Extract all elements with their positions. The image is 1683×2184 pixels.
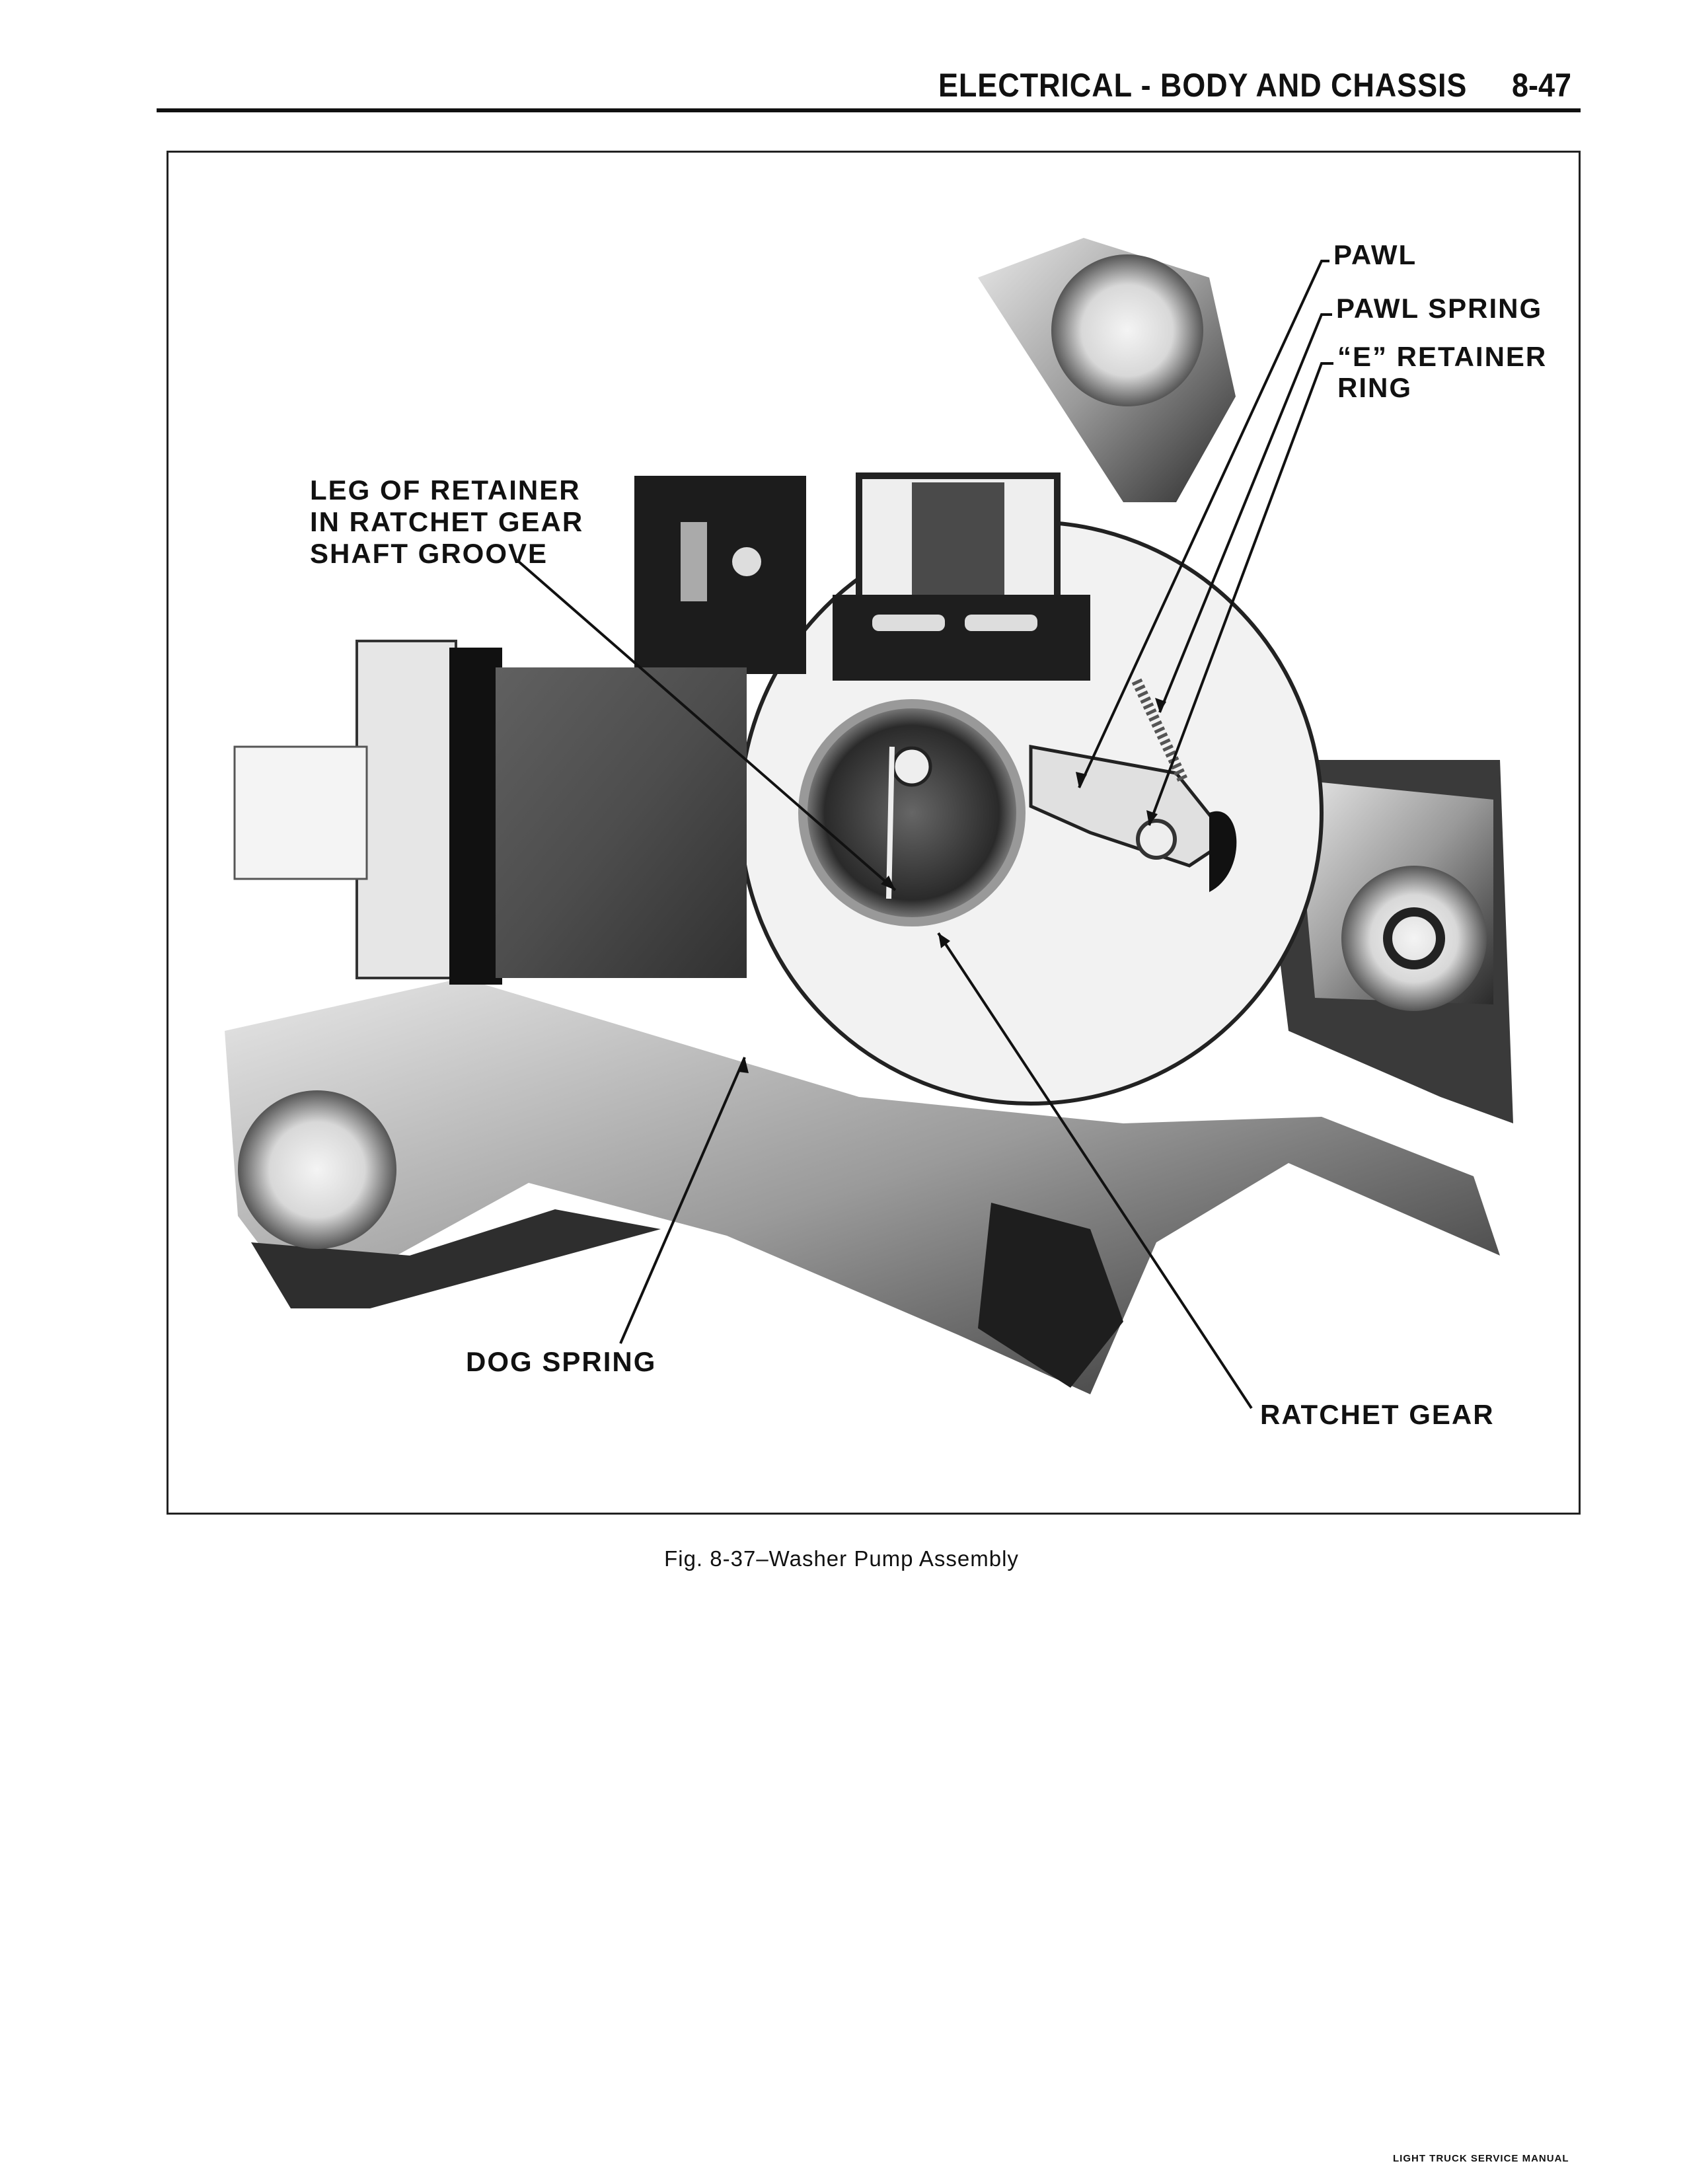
ratchet-gear bbox=[798, 699, 1026, 926]
pawl-spring bbox=[1131, 678, 1188, 782]
figure-frame bbox=[167, 151, 1581, 1515]
page-number: 8-47 bbox=[1512, 67, 1572, 104]
solenoid-assembly bbox=[634, 472, 1090, 681]
retainer-leg bbox=[886, 746, 895, 899]
arrowheads bbox=[739, 698, 1166, 1073]
footer-manual-title: LIGHT TRUCK SERVICE MANUAL bbox=[1393, 2153, 1569, 2164]
pawl-shadow bbox=[1209, 811, 1237, 892]
e-retainer-ring bbox=[1136, 819, 1177, 860]
label-leg-of-retainer: LEG OF RETAINER bbox=[310, 474, 581, 506]
leader-lines bbox=[517, 260, 1333, 1410]
section-title: ELECTRICAL - BODY AND CHASSIS bbox=[938, 67, 1468, 104]
header-rule bbox=[157, 108, 1581, 112]
label-dog-spring: DOG SPRING bbox=[466, 1346, 657, 1377]
figure-caption: Fig. 8-37–Washer Pump Assembly bbox=[664, 1546, 1019, 1571]
label-e-retainer-ring: “E” RETAINER bbox=[1337, 341, 1548, 372]
label-pawl: PAWL bbox=[1333, 239, 1417, 270]
label-leg-of-retainer-line3: SHAFT GROOVE bbox=[310, 538, 548, 569]
label-leg-of-retainer-line2: IN RATCHET GEAR bbox=[310, 506, 584, 537]
pump-motor bbox=[233, 640, 747, 985]
label-pawl-spring: PAWL SPRING bbox=[1336, 293, 1543, 324]
rubber-grommets bbox=[238, 254, 1487, 1249]
label-ratchet-gear: RATCHET GEAR bbox=[1260, 1399, 1495, 1430]
label-e-retainer-ring-cont: RING bbox=[1337, 372, 1412, 403]
